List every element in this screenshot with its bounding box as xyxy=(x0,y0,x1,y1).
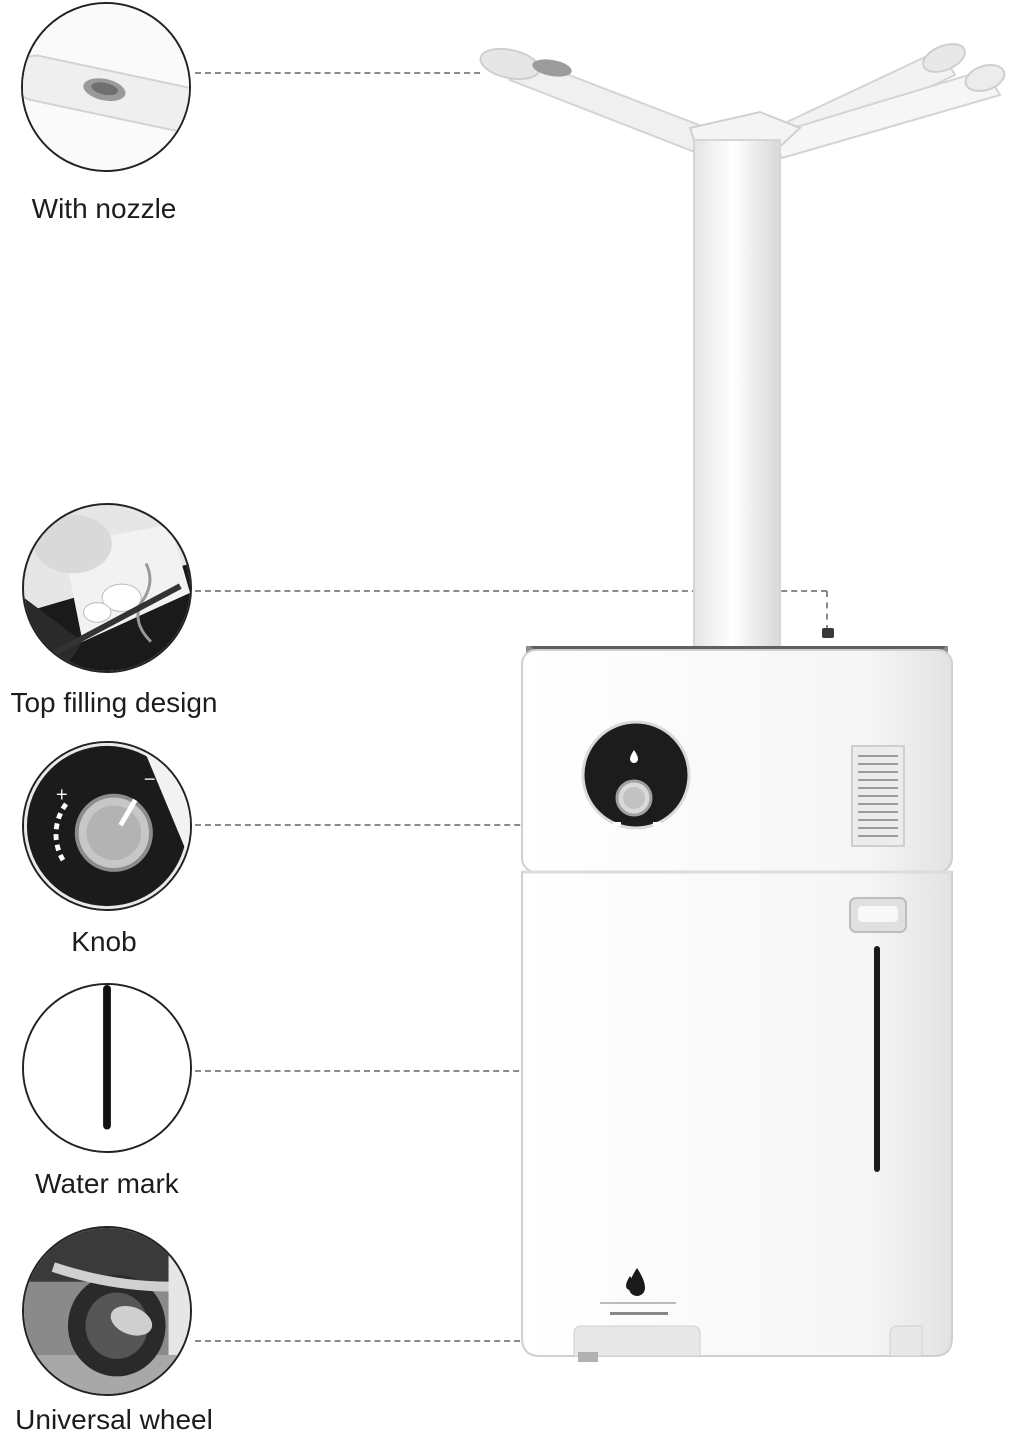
wheel-leader xyxy=(195,1340,540,1342)
top-filling-closeup xyxy=(22,503,192,673)
humidifier-product-image xyxy=(470,40,1010,1380)
knob-leader xyxy=(195,824,590,826)
knob-closeup-icon: + − xyxy=(24,743,190,909)
svg-text:−: − xyxy=(143,770,156,788)
svg-text:+: + xyxy=(55,786,68,804)
knob-label: Knob xyxy=(71,926,137,957)
nozzle-closeup xyxy=(21,2,191,172)
mist-tube xyxy=(693,139,781,661)
top-filling-leader-drop xyxy=(826,591,828,631)
water-level-window xyxy=(874,946,880,1172)
water-mark-closeup xyxy=(22,983,192,1153)
water-mark-label: Water mark xyxy=(35,1168,179,1199)
wheel-closeup xyxy=(22,1226,192,1396)
control-panel xyxy=(581,720,691,830)
nozzle-leader xyxy=(195,72,480,74)
body-lower xyxy=(521,871,953,1357)
top-filling-label: Top filling design xyxy=(10,687,218,718)
nozzle-label: With nozzle xyxy=(31,193,177,224)
brand-logo xyxy=(629,1268,645,1296)
top-filling-leader xyxy=(195,590,827,592)
humidifier-illustration xyxy=(479,43,1006,1362)
wheel-label: Universal wheel xyxy=(15,1404,213,1435)
top-filling-closeup-icon xyxy=(24,505,190,671)
water-mark-closeup-icon xyxy=(24,985,190,1151)
knob-closeup: + − xyxy=(22,741,192,911)
wheel-closeup-icon xyxy=(24,1228,190,1394)
nozzle-closeup-icon xyxy=(23,4,189,170)
